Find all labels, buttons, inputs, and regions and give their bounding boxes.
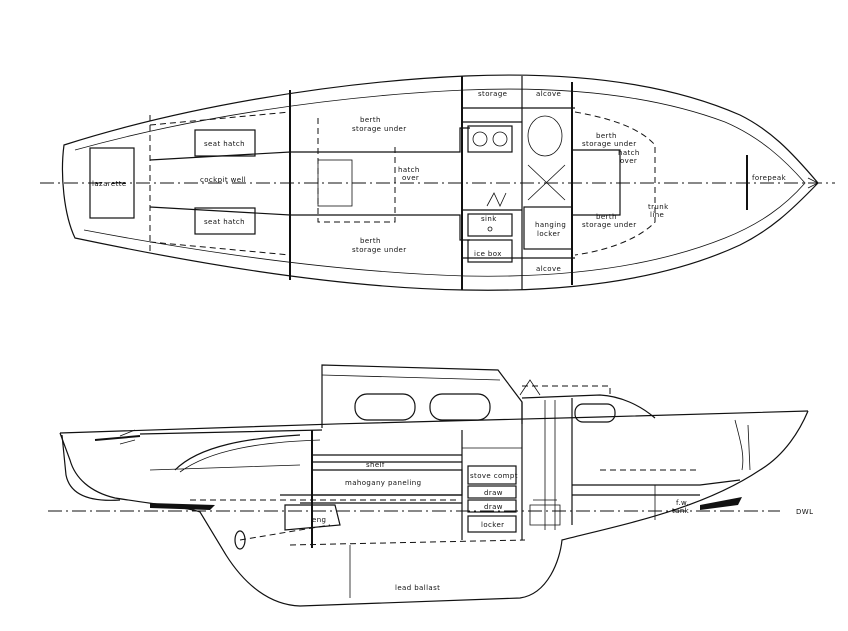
vberth-upper-label-2: storage under — [582, 140, 637, 148]
paneling-label: mahogany paneling — [345, 479, 421, 487]
berth-upper-label-1: berth — [360, 116, 381, 124]
seat-hatch-top-label: seat hatch — [204, 140, 245, 148]
vberth-upper-label-1: berth — [596, 132, 617, 140]
boottop-aft — [150, 503, 215, 510]
shelf-line — [312, 454, 462, 463]
fw-tank-label-2: tank — [672, 507, 690, 515]
forepeak-label: forepeak — [752, 174, 787, 182]
hanging-locker-label-2: locker — [537, 230, 560, 238]
hatch-fwd-label-1: hatch — [618, 149, 640, 157]
hatch-aft-label-1: hatch — [398, 166, 420, 174]
storage-label: storage — [478, 90, 507, 98]
vberth-profile — [572, 479, 741, 496]
ballast-top — [289, 539, 526, 546]
berth-upper-label-2: storage under — [352, 125, 407, 133]
dwl-label: DWL — [796, 508, 813, 516]
companionway — [290, 127, 470, 241]
hanging-locker-label-1: hanging — [535, 221, 566, 229]
hatch-aft-outline — [317, 118, 396, 223]
alcove-top-label: alcove — [536, 90, 561, 98]
portlight-aft — [354, 393, 416, 421]
ballast-label: lead ballast — [395, 584, 440, 592]
vberth-edge — [574, 111, 656, 256]
plan-bow-arrow — [807, 177, 819, 189]
chain-locker — [734, 419, 751, 471]
settee-front — [280, 494, 462, 504]
cockpit-coaming — [139, 429, 323, 471]
vberth-outline — [572, 149, 621, 216]
drawer-1-box — [467, 485, 517, 499]
portlight-fwd — [429, 393, 491, 421]
hanging-locker-box — [523, 206, 573, 250]
coaming-bottom — [149, 241, 291, 256]
seat-hatch-bottom-label: seat hatch — [204, 218, 245, 226]
sink-drain — [487, 226, 493, 232]
alcove-bottom-label: alcove — [536, 265, 561, 273]
sink-box — [467, 213, 513, 237]
forward-cabin-top — [521, 394, 656, 419]
stove-burner-1 — [472, 131, 488, 147]
seat-hatch-top-box — [194, 129, 256, 157]
sink-label: sink — [481, 215, 497, 223]
cockpit-well-label: cockpit well — [200, 176, 246, 184]
boottop-fwd — [700, 497, 742, 510]
pulpit — [522, 385, 611, 395]
head-fixture — [529, 499, 561, 526]
icebox-box — [467, 239, 513, 263]
rudder — [61, 434, 121, 501]
shaft-line — [239, 524, 331, 541]
hatch-aft-label-2: over — [402, 174, 419, 182]
head-toilet — [527, 115, 563, 157]
backstay-tube — [149, 439, 321, 473]
icebox-label: ice box — [474, 250, 502, 258]
drawer-2-label: draw — [484, 503, 503, 511]
propeller — [234, 530, 246, 550]
keel-stub — [199, 511, 227, 556]
drawer-2-box — [467, 499, 517, 513]
hatch-fwd-label-2: over — [620, 157, 637, 165]
seat-hatch-bottom-box — [194, 207, 256, 235]
cabin-roof-line — [321, 374, 501, 381]
profile-view: DWL shelf mahogany paneling — [48, 364, 813, 607]
locker-box — [467, 515, 517, 533]
profile-hull — [59, 410, 809, 607]
locker-label: locker — [481, 521, 504, 529]
lazarette-box — [89, 147, 135, 219]
tiller-arrow — [119, 429, 136, 445]
stove-burner-2 — [492, 131, 508, 147]
drawer-1-label: draw — [484, 489, 503, 497]
cabin-trunk — [321, 364, 523, 428]
trunk-line-label-1: trunk — [648, 203, 669, 211]
stove-compt-box — [467, 465, 517, 485]
lazarette-label: lazarette — [92, 180, 127, 188]
stove-compt-label: stove compt — [470, 472, 518, 480]
plan-view: lazarette cockpit well seat hatch seat h… — [40, 74, 835, 291]
stove-box — [467, 125, 513, 153]
fw-tank-label-1: f.w. — [676, 499, 689, 507]
engine-label: eng — [312, 516, 326, 524]
plan-hull-outline — [61, 74, 819, 291]
shelf-label: shelf — [366, 461, 385, 469]
vberth-lower-label-2: storage under — [582, 221, 637, 229]
engine-outline — [284, 504, 341, 531]
berth-lower-label-2: storage under — [352, 246, 407, 254]
profile-sheer — [59, 410, 809, 434]
vberth-lower-label-1: berth — [596, 213, 617, 221]
trunk-line-label-2: line — [650, 211, 664, 219]
tiller — [94, 435, 141, 441]
portlight-forward — [574, 403, 616, 423]
mast-step — [519, 379, 541, 396]
vent-symbol — [486, 192, 507, 207]
head-cross — [527, 164, 566, 201]
coaming-top — [149, 111, 291, 126]
plan-deck-edge — [74, 88, 806, 277]
berth-lower-label-1: berth — [360, 237, 381, 245]
